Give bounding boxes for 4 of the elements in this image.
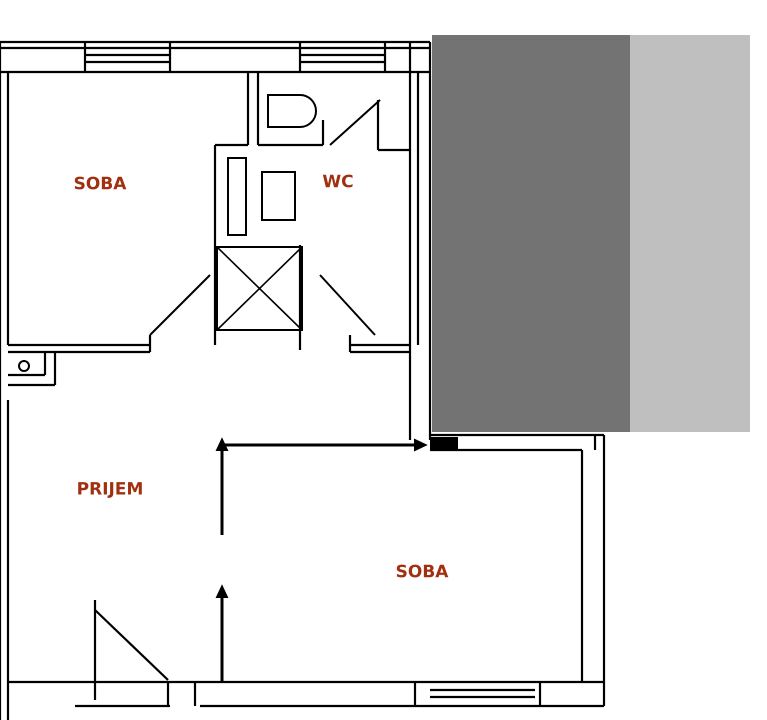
room-label: SOBA — [396, 564, 448, 578]
room-label: WC — [322, 174, 353, 188]
room-label: PRIJEM — [78, 482, 142, 498]
room-label: SOBA — [74, 176, 126, 190]
